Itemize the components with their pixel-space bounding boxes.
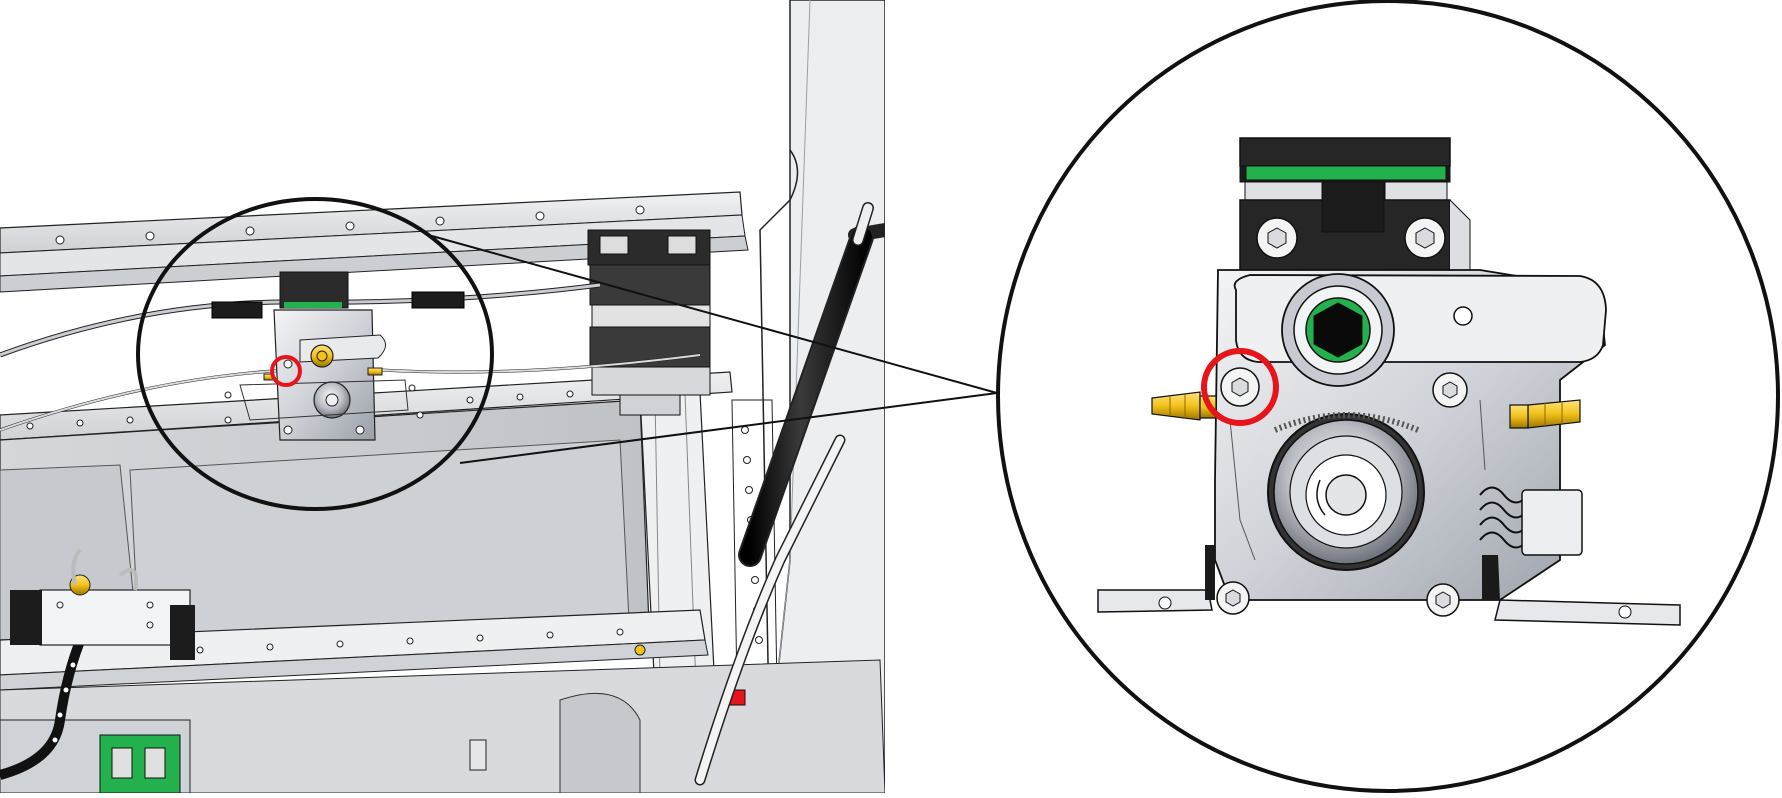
print-head-carriage (39, 589, 191, 646)
zoom-panel (996, 0, 1780, 793)
callout-line-bottom (459, 392, 998, 464)
overview-panel (0, 0, 885, 793)
cable-clip-right (411, 291, 465, 309)
motor-pcb (1245, 165, 1447, 181)
screw-highlight-overview (270, 355, 302, 387)
callout-line-top (431, 235, 998, 394)
tension-spring (1479, 486, 1529, 549)
gas-strut (740, 227, 872, 565)
bracket-left (1097, 589, 1213, 613)
spring-housing (1521, 489, 1583, 556)
body-screws (1216, 372, 1468, 617)
extruder-overview (224, 271, 424, 441)
fitting-right (1509, 399, 1581, 429)
screw-highlight-zoom (1201, 348, 1279, 426)
motor-top (1239, 137, 1471, 276)
magnifier-source-circle (136, 197, 494, 511)
ptfe-tube (696, 436, 844, 784)
bracket-right (1494, 599, 1681, 626)
stepper-motor-overview (587, 229, 711, 416)
cable-clip-left (211, 301, 263, 319)
